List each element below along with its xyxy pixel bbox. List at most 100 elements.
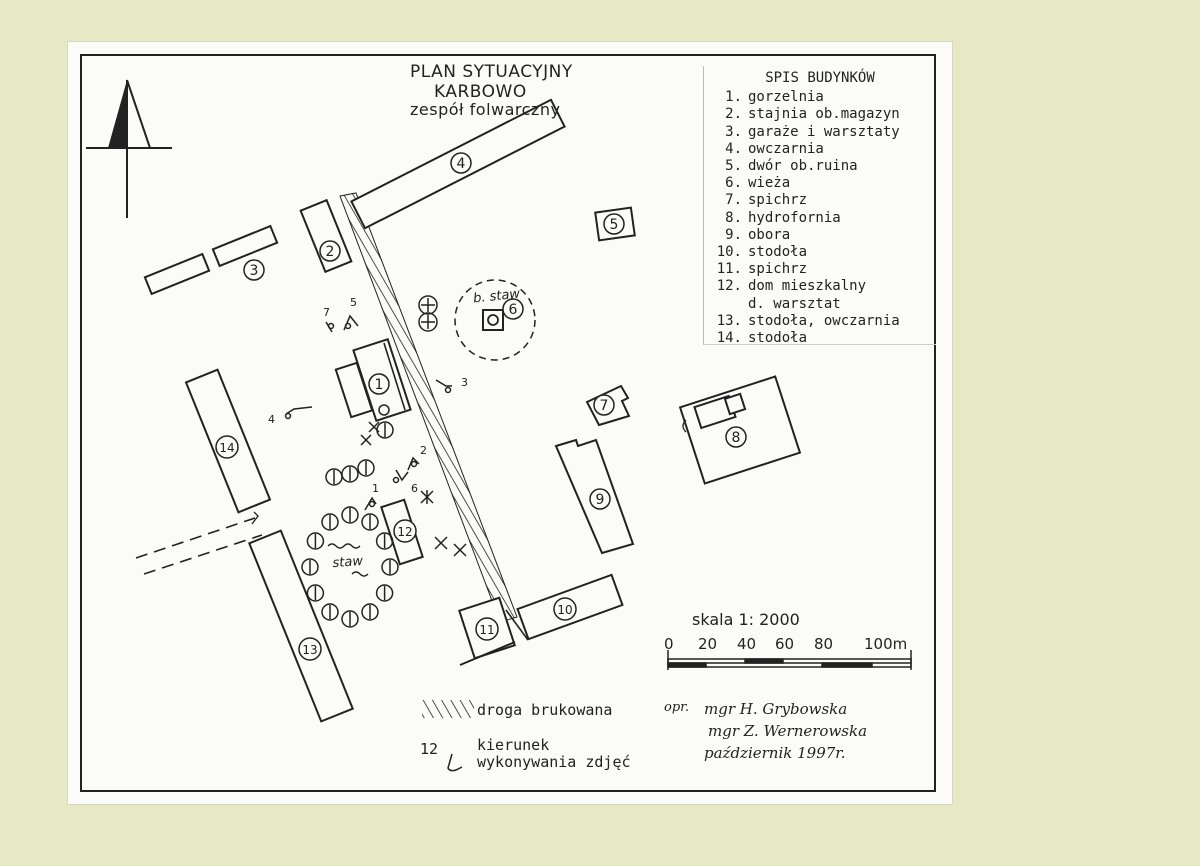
- building-number-11: 11: [475, 617, 499, 641]
- building-number-label: 9: [596, 492, 605, 508]
- building-8-inner2: [723, 392, 747, 416]
- legend-item-text: stodoła: [748, 330, 808, 347]
- legend-item-number: 3.: [725, 123, 742, 140]
- map-frame: [80, 54, 936, 792]
- scale-tick-label: 0: [664, 635, 674, 653]
- legend-item-number: 11.: [716, 261, 742, 278]
- author-line-2: mgr Z. Wernerowska: [708, 722, 868, 740]
- building-number-label: 1: [375, 377, 384, 393]
- legend-item: 4.owczarnia: [704, 141, 936, 158]
- building-number-6: 6: [502, 298, 524, 320]
- building-13: [247, 529, 355, 723]
- pond-tree: [341, 610, 359, 628]
- legend-item-text: wieża: [748, 175, 791, 192]
- pond-water-icon: [327, 543, 361, 549]
- legend-item-number: 7.: [725, 192, 742, 209]
- building-number-label: 11: [479, 623, 494, 637]
- legend-item: 10.stodoła: [704, 244, 936, 261]
- photo-direction-marker: 2: [407, 444, 427, 471]
- legend-item-text: spichrz: [748, 192, 808, 209]
- photo-direction-key-icon: [447, 753, 463, 772]
- legend-item-number: 2.: [725, 106, 742, 123]
- legend-item: 12. dom mieszkalny: [704, 278, 936, 295]
- building-number-10: 10: [553, 597, 577, 621]
- building-3b: [143, 252, 211, 296]
- tree-circles: [325, 295, 438, 486]
- plan-title: PLAN SYTUACYJNY: [410, 62, 573, 82]
- building-number-label: 12: [397, 525, 412, 539]
- author-prefix: opr.: [664, 700, 690, 715]
- scale-tick-label: 60: [775, 635, 795, 653]
- plan-subtitle-place: KARBOWO: [434, 82, 527, 102]
- building-number-label: 10: [557, 603, 572, 617]
- road-key-swatch: [422, 700, 474, 718]
- building-number-9: 9: [589, 488, 611, 510]
- paved-road: [339, 192, 518, 623]
- north-arrow-icon: [86, 79, 172, 218]
- legend-item-number: 13.: [716, 312, 742, 329]
- pond-tree: [306, 532, 325, 550]
- pond-tree: [321, 603, 339, 621]
- legend-item-text: garaże i warsztaty: [748, 123, 900, 140]
- pond-tree: [361, 513, 379, 531]
- photo-direction-marker: 3: [435, 376, 468, 394]
- author-line-3: październik 1997r.: [704, 744, 846, 762]
- building-number-4: 4: [450, 152, 472, 174]
- legend-item: 2. stajnia ob.magazyn: [704, 106, 936, 123]
- building-number-label: 8: [732, 430, 741, 446]
- building-number-label: 4: [457, 156, 466, 172]
- legend-item-text: dwór ob.ruina: [748, 158, 858, 175]
- pond-tree: [306, 584, 325, 602]
- building-number-label: 13: [302, 643, 317, 657]
- legend-item-text: dom mieszkalny: [748, 278, 867, 295]
- building-number-5: 5: [603, 213, 625, 235]
- photo-direction-marker: 5: [343, 296, 359, 331]
- building-number-label: 2: [326, 244, 335, 260]
- building-number-2: 2: [319, 240, 341, 262]
- legend-item-text: stajnia ob.magazyn: [748, 106, 900, 123]
- legend-item-text: owczarnia: [748, 140, 824, 157]
- building-number-label: 7: [600, 398, 609, 414]
- legend-item-text: hydrofornia: [748, 209, 841, 226]
- legend-item-text: d. warsztat: [748, 295, 841, 312]
- road-key-label: droga brukowana: [477, 701, 613, 719]
- legend-item-number: 14.: [716, 330, 742, 347]
- building-number-12: 12: [393, 519, 417, 543]
- photo-direction-marker: 6: [392, 469, 418, 495]
- photo-key-number: 12: [420, 740, 439, 758]
- pond-label: staw: [332, 554, 364, 571]
- building-number-label: 14: [219, 441, 234, 455]
- building-number-3: 3: [243, 259, 265, 281]
- building-number-14: 14: [215, 435, 239, 459]
- dashed-path: [135, 517, 263, 575]
- photo-key-label-1: kierunek: [477, 736, 550, 754]
- pond-tree: [375, 532, 394, 550]
- tower-pond-label: b. staw: [472, 287, 521, 307]
- photo-direction-marker: 4: [268, 406, 313, 426]
- legend-item: 5.dwór ob.ruina: [704, 158, 936, 175]
- photo-direction-marker: 1: [364, 482, 379, 511]
- legend-item-text: spichrz: [748, 261, 808, 278]
- photo-point-number: 2: [420, 444, 427, 457]
- photo-point-number: 1: [372, 482, 379, 495]
- tower-6: [454, 279, 536, 361]
- building-number-label: 6: [509, 302, 518, 318]
- building-number-8: 8: [725, 426, 747, 448]
- pond-tree: [301, 558, 319, 576]
- scale-tick-label: 40: [737, 635, 757, 653]
- legend-item: 1.gorzelnia: [704, 89, 936, 106]
- legend-item: d. warsztat: [704, 296, 936, 313]
- legend-title: SPIS BUDYNKÓW: [765, 70, 875, 86]
- pond-tree: [361, 603, 379, 621]
- legend-item-text: stodoła, owczarnia: [748, 312, 900, 329]
- photo-point-number: 5: [350, 296, 357, 309]
- legend-item-number: 8.: [725, 209, 742, 226]
- scale-tick-label: 80: [814, 635, 834, 653]
- legend-item-number: 12.: [716, 278, 742, 295]
- legend-item: 8. hydrofornia: [704, 210, 936, 227]
- photo-direction-marker: 7: [323, 306, 335, 333]
- legend-item-text: obora: [748, 226, 791, 243]
- building-number-1: 1: [368, 373, 390, 395]
